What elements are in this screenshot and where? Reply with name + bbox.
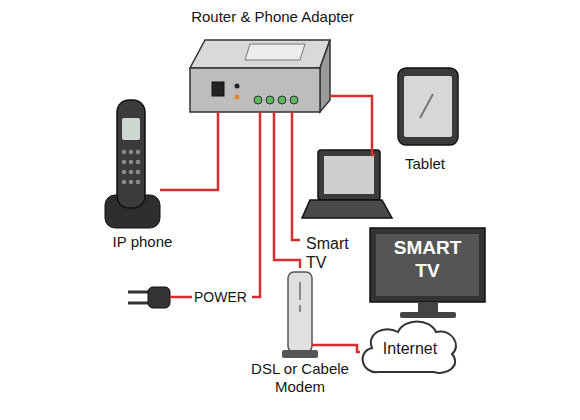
tablet-device: Tablet: [375, 65, 475, 180]
plug-drawing: [128, 287, 192, 308]
router-box: Router & Phone Adapter: [175, 8, 370, 112]
tv-screen: SMART TV: [370, 228, 485, 318]
device-label: POWER: [194, 289, 252, 306]
network-cable: [252, 112, 260, 297]
tv-drawing: [370, 228, 485, 318]
device-label: Router & Phone Adapter: [175, 8, 370, 26]
network-cable: [292, 112, 300, 240]
network-cable: [274, 112, 300, 268]
device-label: DSL or Cabele Modem: [245, 360, 355, 396]
modem-drawing: [282, 272, 355, 358]
device-label: Internet: [360, 339, 460, 358]
network-cable: [370, 96, 375, 155]
modem-device: DSL or Cabele Modem: [245, 268, 355, 403]
device-label: IP phone: [105, 233, 180, 251]
laptop-device: Smart TV: [300, 148, 395, 278]
laptop-drawing: [302, 150, 392, 218]
internet-cloud: Internet: [360, 320, 460, 378]
network-cable: [180, 112, 218, 190]
device-label: SMART TV: [391, 237, 464, 283]
network-cable: [355, 345, 360, 352]
device-label: Tablet: [375, 155, 475, 173]
tablet-drawing: [398, 68, 458, 145]
phone-drawing: [105, 100, 180, 228]
device-label: Smart TV: [306, 234, 361, 272]
power-plug: POWER: [118, 286, 252, 310]
router-drawing: [190, 40, 370, 112]
phone-device: IP phone: [105, 95, 180, 255]
